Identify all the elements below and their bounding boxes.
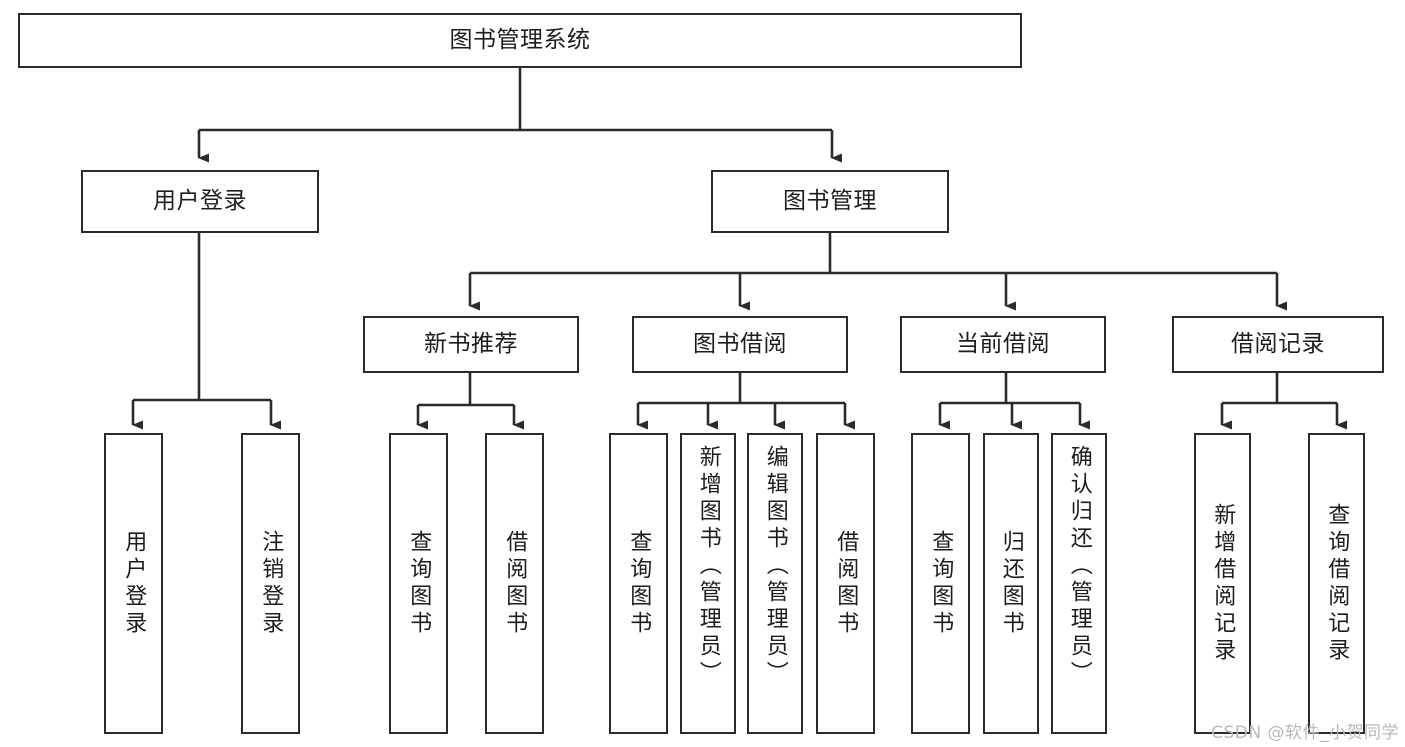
watermark: CSDN @软件_小贺同学 [1211, 723, 1399, 743]
node-label: 借阅记录 [1231, 330, 1325, 357]
node-label: 查询图书 [626, 529, 652, 638]
node-label: 新书推荐 [424, 330, 518, 357]
leaf-add-book-admin[interactable]: 新增图书（管理员） [680, 433, 736, 734]
leaf-user-login[interactable]: 用户登录 [104, 433, 163, 734]
node-user-login[interactable]: 用户登录 [81, 170, 319, 233]
node-label: 借阅图书 [833, 529, 859, 638]
node-label: 查询图书 [928, 529, 954, 638]
node-label: 查询图书 [406, 529, 432, 638]
node-label: 用户登录 [153, 187, 247, 214]
node-label: 用户登录 [121, 529, 147, 638]
node-label: 当前借阅 [956, 330, 1050, 357]
node-new-book-recommend[interactable]: 新书推荐 [363, 316, 579, 373]
leaf-add-borrow-record[interactable]: 新增借阅记录 [1194, 433, 1251, 734]
node-label: 图书管理系统 [449, 26, 591, 53]
node-borrow-record[interactable]: 借阅记录 [1172, 316, 1384, 373]
leaf-query-book-recommend[interactable]: 查询图书 [389, 433, 448, 734]
leaf-query-book-current[interactable]: 查询图书 [911, 433, 970, 734]
leaf-confirm-return-admin[interactable]: 确认归还（管理员） [1051, 433, 1107, 734]
node-label: 图书借阅 [693, 330, 787, 357]
node-label: 注销登录 [258, 529, 284, 638]
node-label: 借阅图书 [502, 529, 528, 638]
node-book-management[interactable]: 图书管理 [711, 170, 949, 233]
node-label: 确认归还（管理员） [1066, 445, 1092, 688]
node-current-borrow[interactable]: 当前借阅 [900, 316, 1106, 373]
leaf-return-book[interactable]: 归还图书 [983, 433, 1039, 734]
node-label: 新增借阅记录 [1210, 502, 1236, 665]
leaf-borrow-book-recommend[interactable]: 借阅图书 [485, 433, 544, 734]
leaf-query-borrow-record[interactable]: 查询借阅记录 [1308, 433, 1365, 734]
leaf-logout[interactable]: 注销登录 [241, 433, 300, 734]
leaf-borrow-book[interactable]: 借阅图书 [816, 433, 875, 734]
node-label: 图书管理 [783, 187, 877, 214]
node-label: 编辑图书（管理员） [762, 445, 788, 688]
node-root[interactable]: 图书管理系统 [18, 13, 1022, 68]
node-label: 查询借阅记录 [1324, 502, 1350, 665]
leaf-query-book-borrow[interactable]: 查询图书 [609, 433, 668, 734]
node-label: 新增图书（管理员） [695, 445, 721, 688]
leaf-edit-book-admin[interactable]: 编辑图书（管理员） [747, 433, 803, 734]
node-label: 归还图书 [998, 529, 1024, 638]
node-book-borrow[interactable]: 图书借阅 [632, 316, 848, 373]
